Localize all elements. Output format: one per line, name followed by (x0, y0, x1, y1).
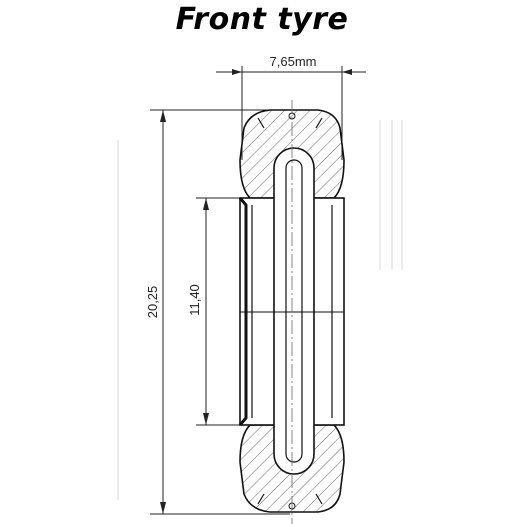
background-frame-lines (117, 120, 403, 500)
rim-diameter-label: 11,40 (187, 284, 202, 316)
width-dimension-label: 7,65mm (270, 54, 317, 69)
drawing-title: Front tyre (175, 2, 349, 37)
outer-diameter-label: 20,25 (145, 286, 160, 319)
rim-diameter-dimension (196, 197, 246, 426)
